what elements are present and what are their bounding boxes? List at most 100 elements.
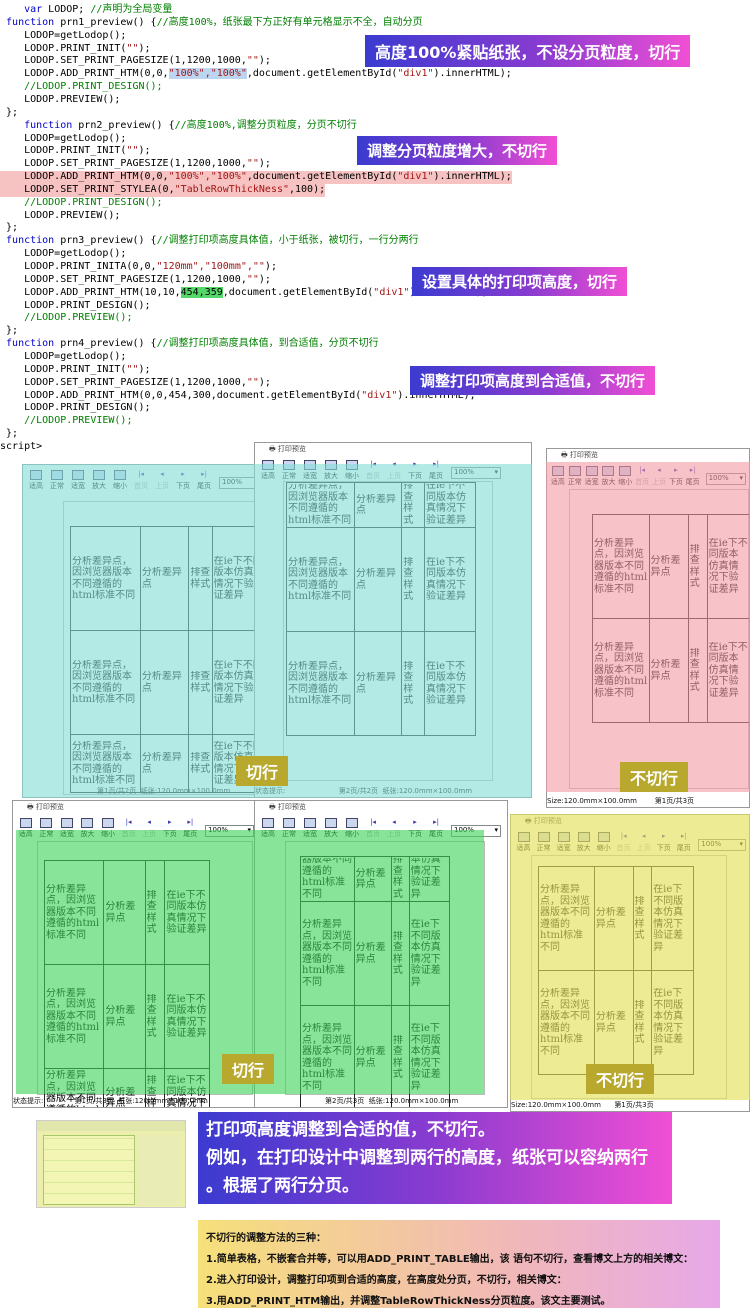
zoom-out-button[interactable]: 缩小 <box>617 466 633 487</box>
fit-height-button[interactable]: 适高 <box>550 466 566 487</box>
zoom-in-button[interactable]: 放大 <box>321 460 341 481</box>
print-table-cell: 分析差异点 <box>648 514 689 619</box>
notes-box: 不切行的调整方法的三种： 1.简单表格，不嵌套合并等，可以用ADD_PRINT_… <box>198 1220 720 1308</box>
last-page-button[interactable]: ▸|尾页 <box>685 466 701 487</box>
zoom-out-button[interactable]: 缩小 <box>342 818 362 839</box>
code-line: LODOP.SET_PRINT_PAGESIZE(1,1200,1000,"")… <box>0 376 271 388</box>
zoom-out-button[interactable]: 缩小 <box>342 460 362 481</box>
prev-page-icon: ◂ <box>147 818 151 826</box>
next-page-button[interactable]: ▸下页 <box>668 466 684 487</box>
first-page-button[interactable]: |◂首页 <box>131 470 151 491</box>
last-page-button[interactable]: ▸|尾页 <box>674 832 693 853</box>
prev-page-button[interactable]: ◂上页 <box>384 818 404 839</box>
zoom-in-button[interactable]: 放大 <box>89 470 109 491</box>
normal-button[interactable]: 正常 <box>47 470 67 491</box>
next-page-button[interactable]: ▸下页 <box>173 470 193 491</box>
next-page-button[interactable]: ▸下页 <box>654 832 673 853</box>
zoom-in-button[interactable]: 放大 <box>574 832 593 853</box>
print-table-cell: 分析差异点，因浏览器版本不同遵循的html标准不同 <box>300 901 355 1006</box>
prev-page-button[interactable]: ◂上页 <box>384 460 404 481</box>
zoom-in-button[interactable]: 放大 <box>601 466 617 487</box>
prev-page-button[interactable]: ◂上页 <box>634 832 653 853</box>
first-page-button[interactable]: |◂首页 <box>363 460 383 481</box>
prev-page-icon: ◂ <box>657 466 661 474</box>
fit-width-button[interactable]: 适宽 <box>554 832 573 853</box>
next-page-button[interactable]: ▸下页 <box>405 818 425 839</box>
zoom-in-button[interactable]: 放大 <box>321 818 341 839</box>
normal-button[interactable]: 正常 <box>534 832 553 853</box>
zoom-select[interactable]: 100% <box>705 473 747 485</box>
first-page-button[interactable]: |◂首页 <box>363 818 383 839</box>
toolbar-button-label: 放大 <box>92 482 106 490</box>
fit-height-button[interactable]: 适高 <box>258 460 278 481</box>
first-page-button[interactable]: |◂首页 <box>614 832 633 853</box>
code-line: LODOP=getLodop(); <box>0 248 127 260</box>
next-page-icon: ▸ <box>413 818 417 826</box>
fit-width-button[interactable]: 适宽 <box>57 818 77 839</box>
zoom-select[interactable]: 100% <box>451 825 501 837</box>
prev-page-button[interactable]: ◂上页 <box>651 466 667 487</box>
print-table-cell: 分析差异点，因浏览器版本不同遵循的html标准不同 <box>300 1005 355 1107</box>
printer-icon: 🖶 <box>525 817 532 825</box>
print-table-cell: 分析差异点，因浏览器版本不同遵循的html标准不同 <box>70 526 141 631</box>
print-table-cell: 分析差异点，因浏览器版本不同遵循的html标准不同 <box>70 734 141 793</box>
first-page-button[interactable]: |◂首页 <box>634 466 650 487</box>
status-bar: 第1页/共2页 纸张:120.0mm×100.0mm <box>97 787 231 795</box>
zoom-out-button[interactable]: 缩小 <box>110 470 130 491</box>
zoom-select[interactable]: 100% <box>698 839 747 851</box>
thumb-design-area <box>43 1135 135 1205</box>
first-page-button[interactable]: |◂首页 <box>119 818 139 839</box>
print-table-cell: 排查样式 <box>390 901 410 1006</box>
next-page-button[interactable]: ▸下页 <box>160 818 180 839</box>
label-nocut-1: 不切行 <box>620 762 689 792</box>
print-table-cell: 分析差异点，因浏览器版本不同遵循的html标准不同 <box>285 482 356 528</box>
status-bar: Size:120.0mm×100.0mm 第1页/共3页 <box>547 797 695 805</box>
last-page-button[interactable]: ▸|尾页 <box>426 818 446 839</box>
print-table-cell: 分析差异点，因浏览器版本不同遵循的html标准不同 <box>300 856 355 902</box>
fit-height-button[interactable]: 适高 <box>26 470 46 491</box>
toolbar-button-label: 正常 <box>282 830 296 838</box>
normal-button[interactable]: 正常 <box>279 818 299 839</box>
print-table-cell: 分析差异点 <box>139 526 190 631</box>
zoom-in-button[interactable]: 放大 <box>78 818 98 839</box>
zoom-select[interactable]: 100% <box>205 825 255 837</box>
toolbar-button-label: 上页 <box>155 482 169 490</box>
print-table: 分析差异点，因浏览器版本不同遵循的html标准不同分析差异点排查样式在ie下不同… <box>300 856 451 1107</box>
fit-height-button[interactable]: 适高 <box>258 818 278 839</box>
normal-button[interactable]: 正常 <box>37 818 57 839</box>
last-page-button[interactable]: ▸|尾页 <box>181 818 201 839</box>
fit-height-button[interactable]: 适高 <box>514 832 533 853</box>
code-line: LODOP.ADD_PRINT_HTM(0,0,"100%","100%",do… <box>0 68 512 80</box>
next-page-button[interactable]: ▸下页 <box>405 460 425 481</box>
print-table-cell: 在ie下不同版本仿真情况下验证差异 <box>423 482 477 528</box>
banner-prn1: 高度100%紧贴纸张，不设分页粒度，切行 <box>365 35 691 67</box>
explain-line-1: 打印项高度调整到合适的值，不切行。 <box>206 1120 495 1140</box>
zoom-in-icon <box>325 818 337 828</box>
prev-page-button[interactable]: ◂上页 <box>139 818 159 839</box>
zoom-select[interactable]: 100% <box>451 467 501 479</box>
normal-button[interactable]: 正常 <box>279 460 299 481</box>
last-page-button[interactable]: ▸|尾页 <box>426 460 446 481</box>
last-page-button[interactable]: ▸|尾页 <box>194 470 214 491</box>
toolbar-button-label: 尾页 <box>429 830 443 838</box>
print-design-thumbnail <box>36 1120 186 1208</box>
fit-height-icon <box>262 818 274 828</box>
print-table-cell: 排查样式 <box>188 526 213 631</box>
toolbar-button-label: 正常 <box>50 482 64 490</box>
print-table-cell: 分析差异点 <box>353 1005 392 1107</box>
prev-page-button[interactable]: ◂上页 <box>152 470 172 491</box>
zoom-out-button[interactable]: 缩小 <box>594 832 613 853</box>
zoom-out-button[interactable]: 缩小 <box>98 818 118 839</box>
last-page-icon: ▸| <box>187 818 194 826</box>
fit-width-button[interactable]: 适宽 <box>584 466 600 487</box>
fit-width-button[interactable]: 适宽 <box>68 470 88 491</box>
fit-height-button[interactable]: 适高 <box>16 818 36 839</box>
fit-width-button[interactable]: 适宽 <box>300 460 320 481</box>
fit-width-button[interactable]: 适宽 <box>300 818 320 839</box>
next-page-icon: ▸ <box>661 832 666 840</box>
normal-button[interactable]: 正常 <box>567 466 583 487</box>
toolbar-button-label: 缩小 <box>101 830 116 838</box>
